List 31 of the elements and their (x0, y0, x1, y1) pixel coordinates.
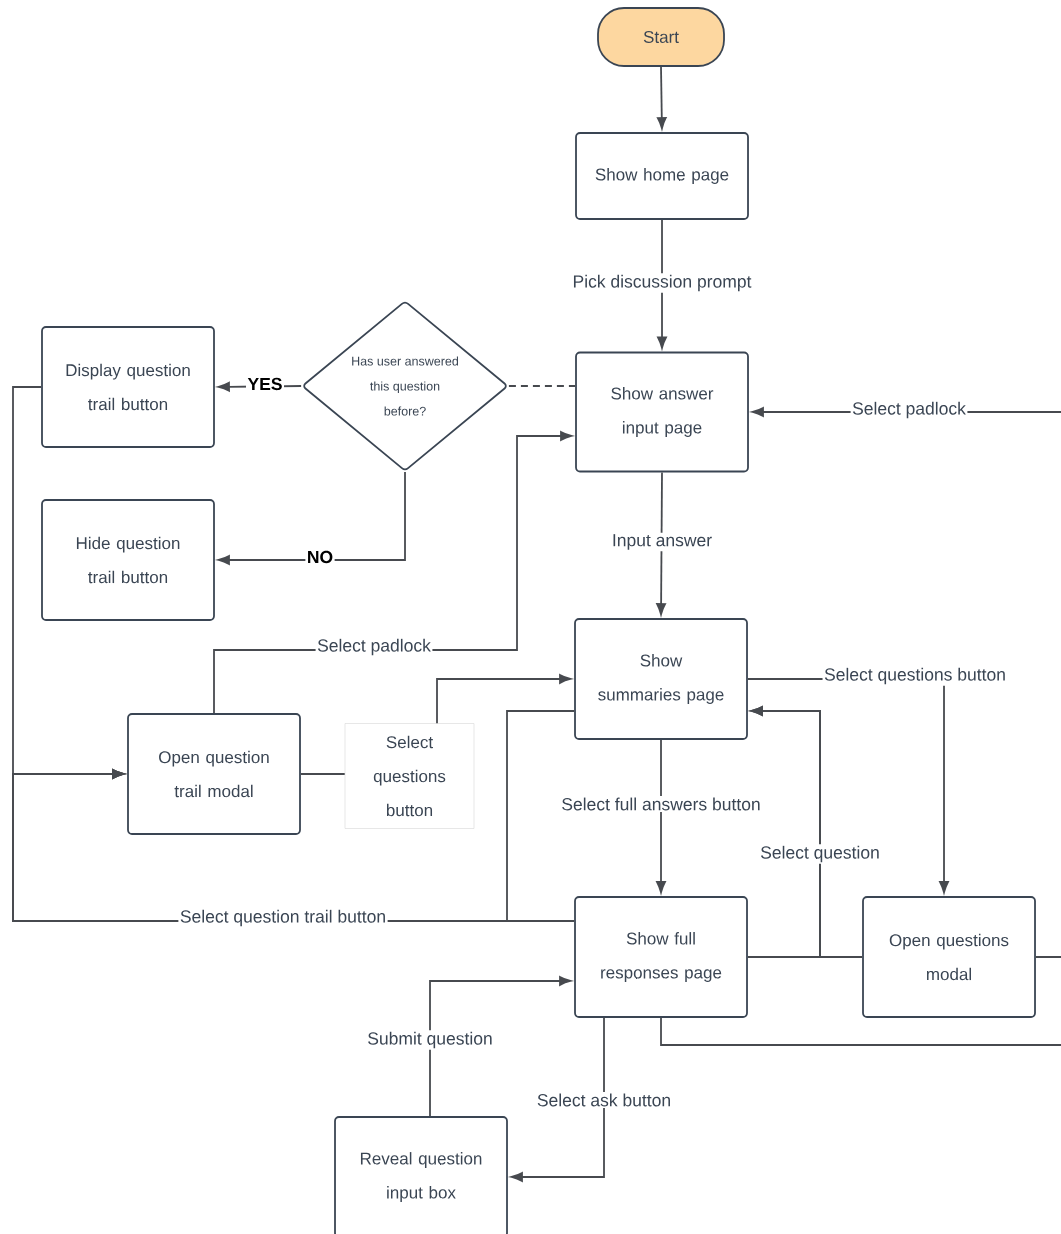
process-box: Display question trail button (41, 326, 215, 448)
edge-label: YES (246, 376, 284, 392)
start-terminal: Start (597, 7, 725, 67)
process-box: Reveal question input box (334, 1116, 508, 1234)
process-box: Open question trail modal (127, 713, 301, 835)
edge-label: Select question trail button (178, 908, 388, 928)
edge-label: Select full answers button (559, 796, 763, 812)
arrow (217, 471, 406, 565)
arrow (510, 1017, 605, 1182)
edge-label: Select padlock (315, 637, 433, 657)
arrow (747, 706, 821, 958)
arrow (436, 674, 572, 725)
edge-label: Input answer (610, 532, 714, 552)
process-box: Open questions modal (862, 896, 1036, 1018)
action-box: Select questions button (344, 723, 475, 829)
arrow (429, 976, 572, 1117)
edge-label: Select question (758, 844, 882, 864)
process-box: Show full responses page (574, 896, 748, 1018)
arrow (656, 66, 667, 130)
process-box: Show summaries page (574, 618, 748, 740)
process-box: Show home page (575, 132, 749, 220)
process-box: Hide question trail button (41, 499, 215, 621)
edge-label: Select ask button (535, 1092, 673, 1108)
edge-label: Submit question (365, 1030, 495, 1050)
arrow (656, 739, 666, 894)
edge-label: Select padlock (850, 400, 968, 420)
process-box: Show answer input page (575, 351, 749, 473)
edge-label: Select questions button (822, 666, 1008, 686)
edge-label: Pick discussion prompt (571, 273, 753, 293)
arrow (656, 471, 666, 616)
edge-label: NO (305, 549, 335, 565)
